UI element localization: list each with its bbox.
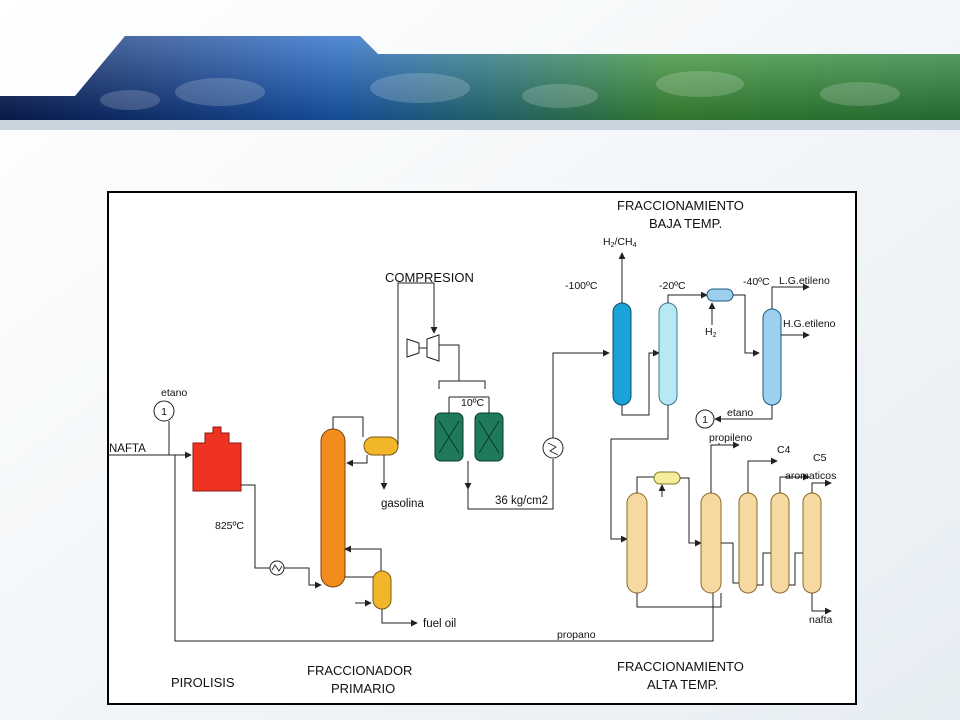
- chiller-exchanger: [542, 437, 564, 459]
- pyrolysis-section: 1: [109, 400, 714, 642]
- label-aromaticos: aromaticos: [785, 470, 836, 482]
- recycle-marker-1-out: [695, 409, 715, 429]
- label-c5: C5: [813, 452, 827, 464]
- label-t-minus40: -40ºC: [743, 276, 770, 288]
- primary-column: [320, 428, 346, 588]
- label-pirolisis: PIROLISIS: [171, 675, 235, 690]
- gasoline-drum: [363, 436, 399, 456]
- depropanizer-column: [626, 492, 648, 594]
- label-nafta-in: NAFTA: [109, 443, 146, 455]
- depentanizer-column: [770, 492, 790, 594]
- label-h2: H2: [705, 326, 717, 339]
- label-propileno: propileno: [709, 432, 752, 444]
- primary-fractionator-section: [320, 282, 438, 627]
- label-t-minus100: -100ºC: [565, 280, 598, 292]
- compression-section: [406, 334, 610, 510]
- label-h2-ch4: H2/CH4: [603, 236, 637, 249]
- acetylene-reactor: [706, 288, 734, 302]
- label-etano-in: etano: [161, 387, 187, 399]
- svg-text:1: 1: [161, 406, 167, 418]
- label-etano-out: etano: [727, 407, 753, 419]
- label-fraccionador-1: FRACCIONADOR: [307, 663, 412, 678]
- label-pyrolysis-temp: 825ºC: [215, 520, 244, 532]
- high-temp-fractionation-section: [626, 441, 832, 615]
- label-fraccionador-2: PRIMARIO: [331, 681, 395, 696]
- c3-splitter: [700, 492, 722, 594]
- label-c4: C4: [777, 444, 791, 456]
- aromatics-column: [802, 492, 822, 594]
- pyrolysis-furnace: [192, 426, 242, 492]
- label-t-minus20: -20ºC: [659, 280, 686, 292]
- ethylene-process-flow-diagram: 1: [109, 198, 836, 696]
- label-lg-etileno: L.G.etileno: [779, 275, 830, 287]
- label-pressure: 36 kg/cm2: [495, 495, 548, 507]
- label-hg-etileno: H.G.etileno: [783, 318, 836, 330]
- label-propano: propano: [557, 629, 596, 641]
- deethanizer-column: [658, 302, 678, 406]
- fuel-oil-drum: [372, 570, 392, 610]
- compressor: [406, 338, 420, 358]
- label-gasolina: gasolina: [381, 498, 424, 510]
- debutanizer-column: [738, 492, 758, 594]
- label-nafta-out: nafta: [809, 614, 833, 626]
- ethylene-splitter: [762, 308, 782, 406]
- label-fuel-oil: fuel oil: [423, 618, 456, 630]
- label-alta-2: ALTA TEMP.: [647, 677, 718, 692]
- label-alta-1: FRACCIONAMIENTO: [617, 659, 744, 674]
- hydrogenation-drum: [653, 471, 681, 485]
- low-temp-fractionation-section: 1: [610, 252, 810, 543]
- process-diagram-frame: 1: [107, 191, 857, 705]
- label-baja-1: FRACCIONAMIENTO: [617, 198, 744, 213]
- label-cooler-temp: 10ºC: [461, 397, 485, 409]
- recycle-marker-1-in: [153, 400, 175, 422]
- label-compresion: COMPRESION: [385, 270, 474, 285]
- svg-text:1: 1: [702, 414, 708, 426]
- label-baja-2: BAJA TEMP.: [649, 216, 722, 231]
- demethanizer-column: [612, 302, 632, 406]
